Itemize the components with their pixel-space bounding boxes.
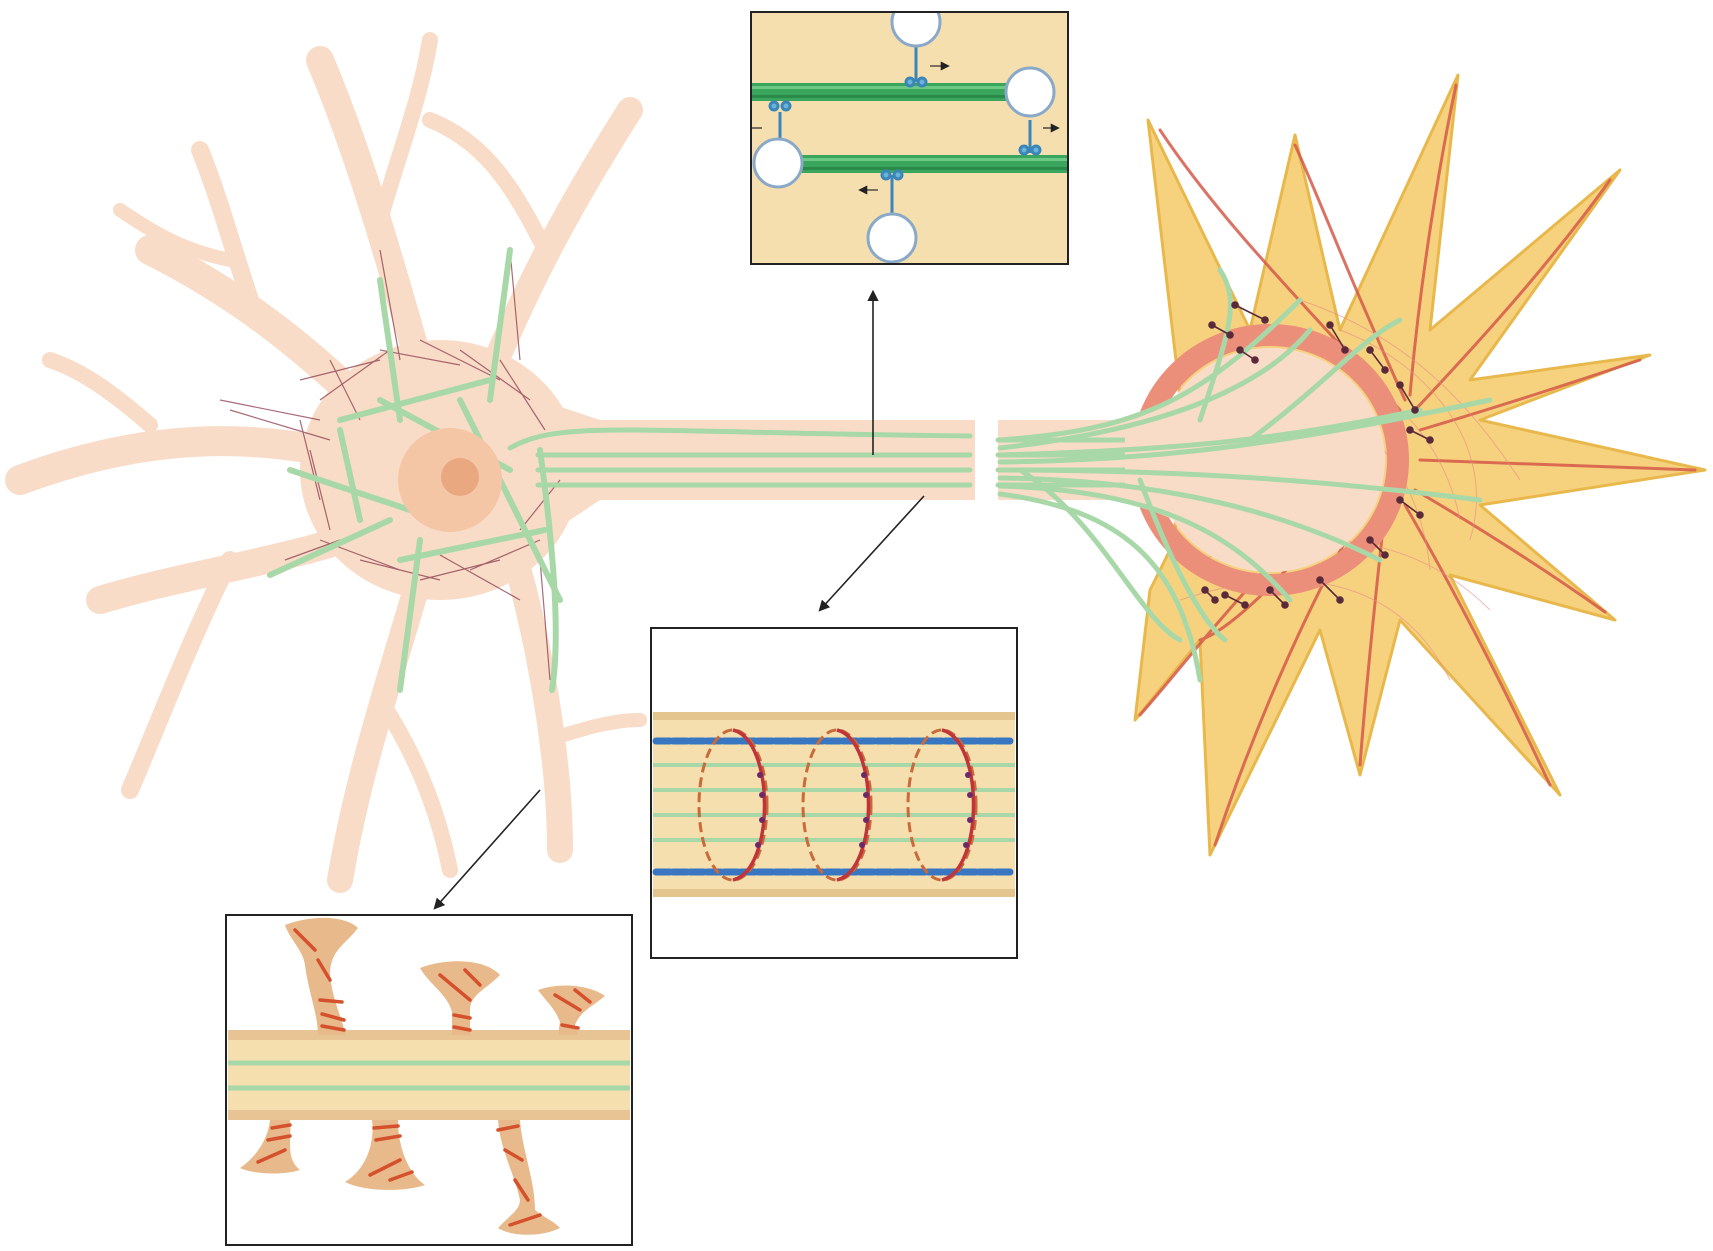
motor-protein: [768, 30, 1042, 215]
vesicles: [752, 12, 1056, 264]
adducin-caps: [755, 772, 973, 848]
microtubule-filament: [790, 155, 1068, 173]
microtubule-filament: [751, 83, 1011, 101]
actin-ring: [801, 728, 873, 882]
inset-microtubule-transport: [750, 11, 1069, 265]
dendrite: [497, 527, 573, 863]
arrow-to-ring-inset: [818, 495, 925, 612]
vesicle: [1004, 66, 1056, 118]
callout-arrows: [433, 289, 925, 910]
dendrite: [372, 692, 458, 878]
actin-ring: [906, 728, 978, 882]
dendrite: [541, 713, 647, 747]
spine: [345, 1120, 425, 1190]
dendrite: [191, 141, 259, 309]
actin-rings: [697, 728, 978, 882]
myosin-motors: [1201, 301, 1434, 609]
spine: [240, 1120, 300, 1174]
axon-microtubules: [653, 763, 1015, 842]
dendrite-shaft: [228, 1030, 630, 1120]
vesicle: [866, 212, 918, 264]
spine: [420, 961, 500, 1035]
dendrite: [42, 352, 158, 433]
spines: [240, 917, 605, 1235]
shaft-microtubules: [228, 1060, 630, 1091]
dendrite: [113, 203, 237, 267]
spine: [538, 985, 605, 1035]
spine: [285, 917, 358, 1035]
central-domain: [1155, 348, 1385, 572]
dendrite: [422, 112, 548, 248]
vesicle: [752, 137, 804, 189]
soma-microtubules: [267, 247, 563, 693]
direction-arrows: [752, 61, 1060, 195]
inset-axon-periodic-rings: [650, 627, 1018, 959]
vesicle: [890, 12, 942, 48]
spine: [498, 1120, 560, 1235]
growth-cone: [997, 73, 1707, 857]
dendrite: [372, 32, 438, 228]
growth-cone-microtubules: [997, 267, 1493, 683]
inset-dendritic-spines: [225, 914, 633, 1246]
spine-actin: [256, 928, 592, 1227]
nucleolus: [441, 458, 479, 496]
arrow-to-spine-inset: [433, 789, 541, 910]
dendrite: [121, 551, 239, 799]
actin-ring: [697, 728, 769, 882]
